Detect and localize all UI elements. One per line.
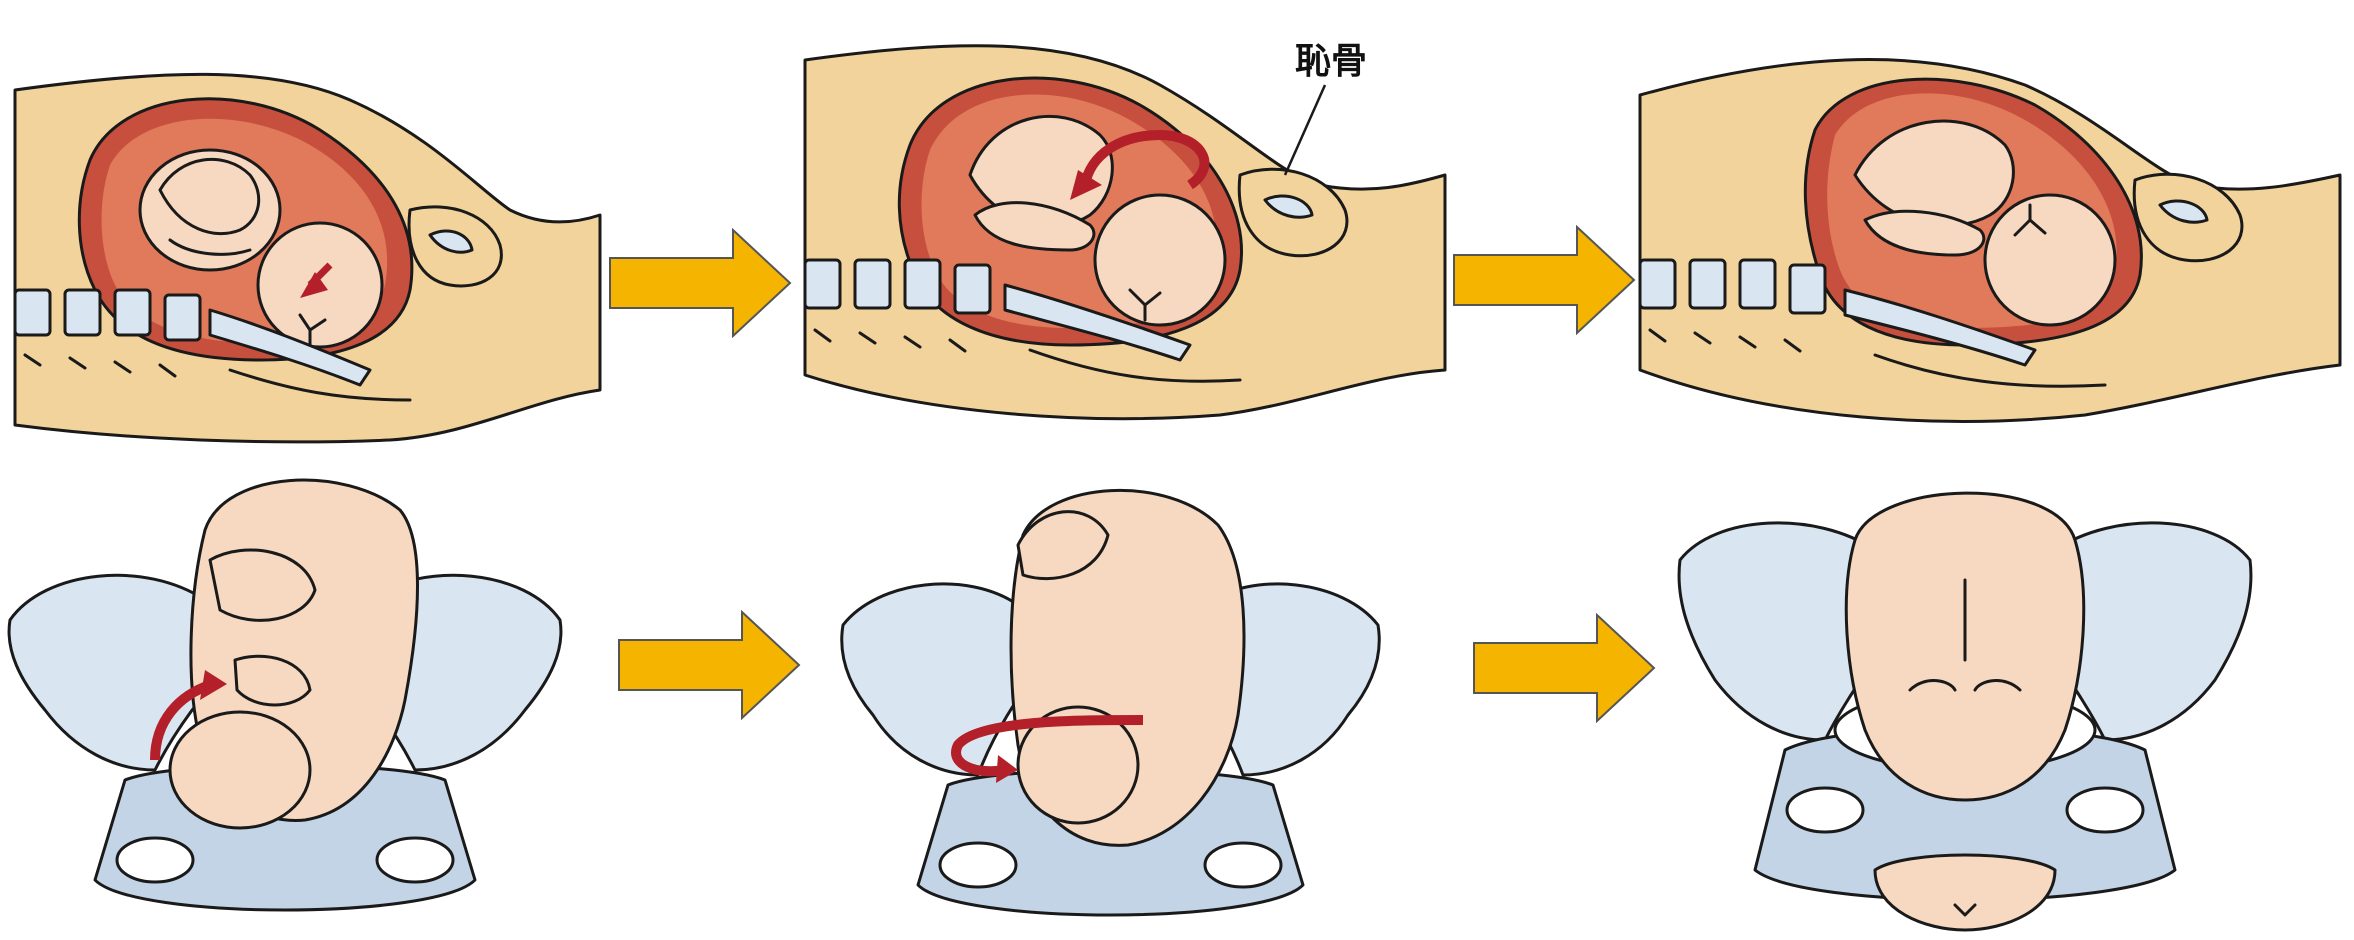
pubis-label: 恥骨 <box>1295 41 1367 82</box>
flow-arrow-bottom-2 <box>1472 613 1657 727</box>
flow-arrow-top-1 <box>608 228 793 342</box>
pelvis-panel-1 <box>5 470 565 935</box>
sagittal-panel-3 <box>1635 35 2340 445</box>
flow-arrow-bottom-1 <box>617 610 802 724</box>
right-arrow-icon <box>1452 225 1637 335</box>
sagittal-panel-2: 恥骨 <box>800 25 1445 445</box>
sagittal-panel-1 <box>10 40 600 450</box>
pelvis-panel-3 <box>1675 480 2255 935</box>
label-leader <box>1285 85 1325 175</box>
right-arrow-icon <box>617 610 802 720</box>
flow-arrow-top-2 <box>1452 225 1637 339</box>
pelvis-panel-2 <box>838 475 1383 935</box>
right-arrow-icon <box>1472 613 1657 723</box>
right-arrow-icon <box>608 228 793 338</box>
